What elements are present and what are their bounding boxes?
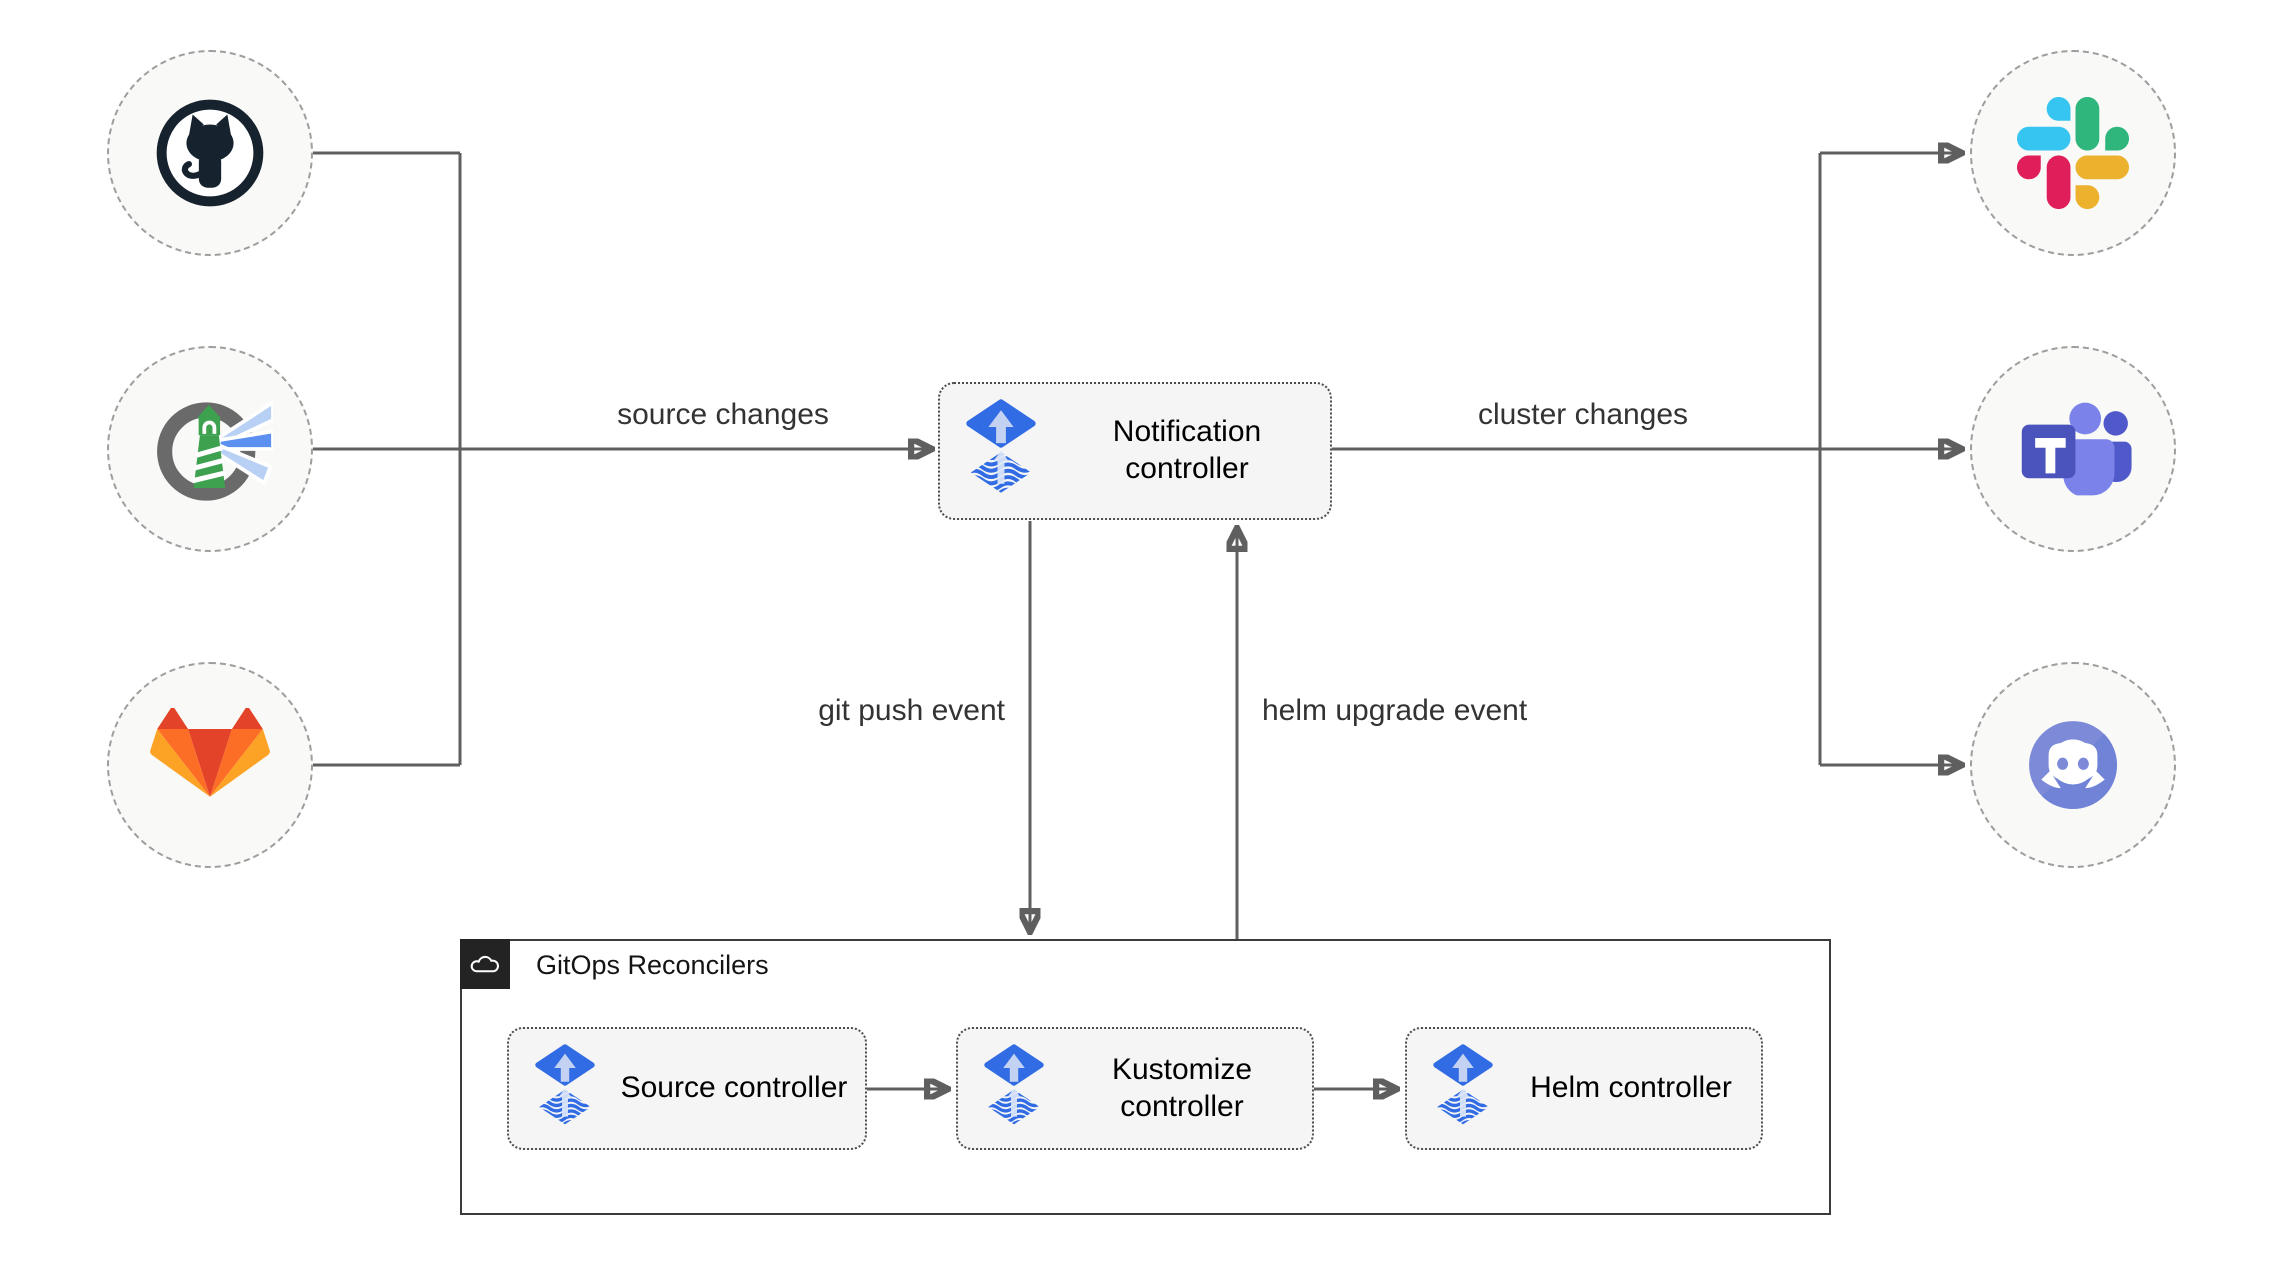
microsoft-teams-icon	[2021, 402, 2132, 496]
node-source-controller: Source controller	[507, 1027, 867, 1150]
source-controller-label: Source controller	[620, 1071, 848, 1105]
node-github	[107, 50, 313, 256]
slack-icon	[2017, 97, 2129, 209]
edge-label-git-push-event: git push event	[818, 694, 1005, 727]
gitops-reconcilers-container	[460, 939, 1831, 1215]
flux-icon	[966, 399, 1036, 504]
github-icon	[156, 99, 264, 207]
node-notification-controller: Notification controller	[938, 382, 1332, 520]
node-discord	[1970, 662, 2176, 868]
kustomize-controller-label: Kustomize controller	[1111, 1052, 1253, 1123]
flux-icon	[535, 1044, 595, 1134]
edge-label-cluster-changes: cluster changes	[1477, 398, 1689, 431]
node-kustomize-controller: Kustomize controller	[956, 1027, 1314, 1150]
flux-icon	[984, 1044, 1044, 1134]
gitops-reconcilers-title: GitOps Reconcilers	[536, 950, 769, 980]
node-teams	[1970, 346, 2176, 552]
node-gitlab	[107, 662, 313, 868]
gitlab-icon	[150, 708, 270, 797]
edge-label-helm-upgrade-event: helm upgrade event	[1262, 694, 1528, 727]
node-helm-controller: Helm controller	[1405, 1027, 1763, 1150]
flux-icon	[1433, 1044, 1493, 1134]
discord-icon	[2029, 721, 2118, 810]
helm-controller-label: Helm controller	[1530, 1071, 1732, 1105]
cloud-icon	[470, 955, 499, 973]
gitops-reconcilers-tag	[460, 939, 510, 989]
node-harbor	[107, 346, 313, 552]
node-slack	[1970, 50, 2176, 256]
harbor-icon	[157, 400, 273, 501]
edge-label-source-changes: source changes	[617, 398, 829, 431]
notification-controller-label: Notification controller	[1112, 415, 1262, 485]
